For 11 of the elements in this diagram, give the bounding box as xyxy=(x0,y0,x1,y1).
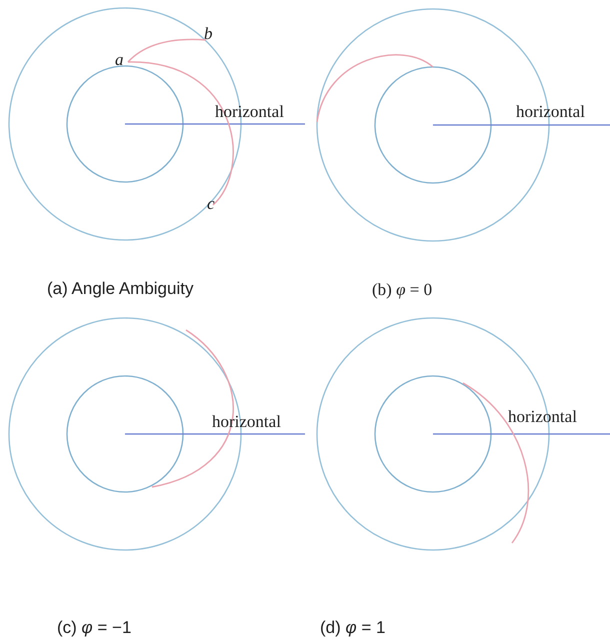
point-label: a xyxy=(115,50,124,70)
axis-label: horizontal xyxy=(212,412,281,432)
panel-caption: (c) φ = −1 xyxy=(57,618,132,638)
panel-caption: (a) Angle Ambiguity xyxy=(47,279,194,299)
panel-caption: (d) φ = 1 xyxy=(320,618,386,638)
axis-label: horizontal xyxy=(516,102,585,122)
point-label: b xyxy=(204,24,212,44)
panel-caption: (b) φ = 0 xyxy=(372,280,432,300)
axis-label: horizontal xyxy=(508,407,577,427)
axis-label: horizontal xyxy=(215,102,284,122)
point-label: c xyxy=(207,194,215,214)
